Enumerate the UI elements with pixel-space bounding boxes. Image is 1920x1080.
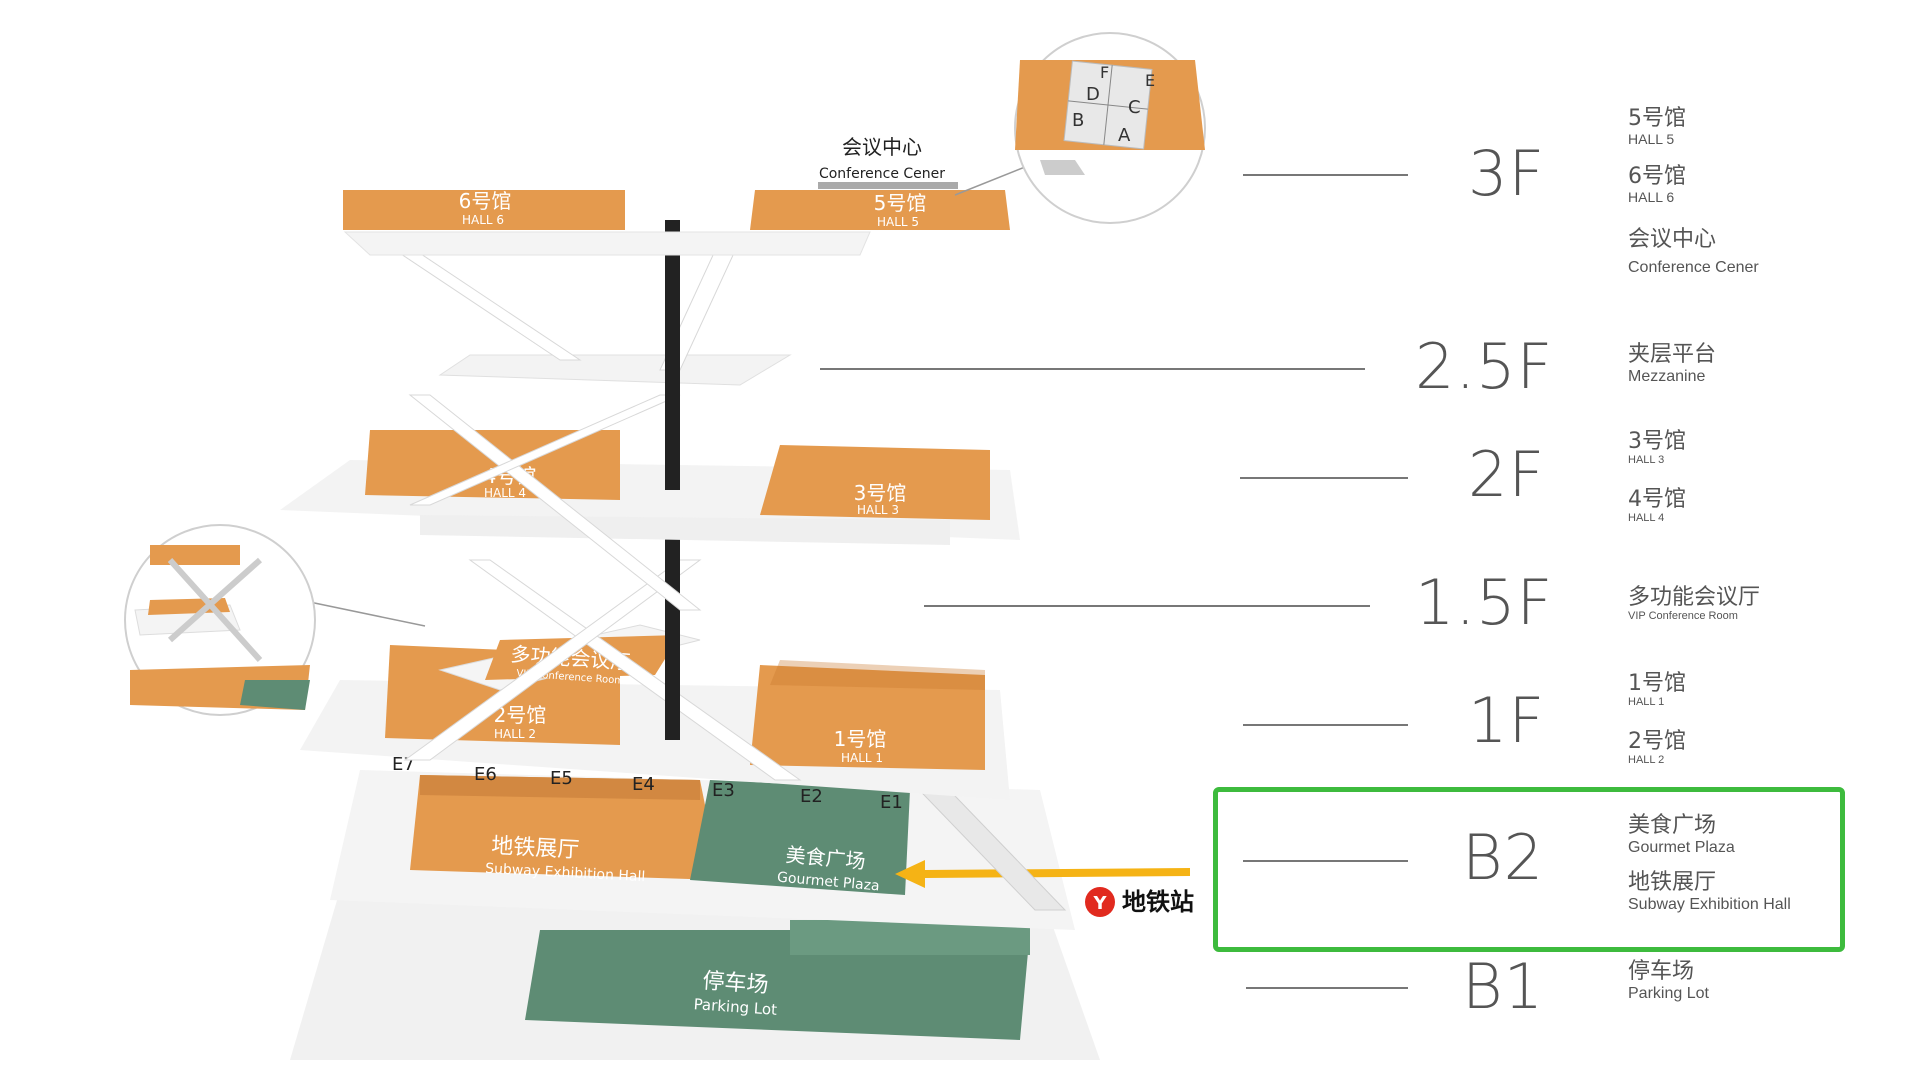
hall1-block [750, 665, 985, 770]
gourmet-plaza-zone [690, 780, 910, 895]
zoom-section-e: E [1145, 71, 1155, 90]
hall3-block [760, 445, 990, 520]
b2-highlight-box [1213, 787, 1845, 952]
conference-en: Conference Cener [819, 166, 945, 182]
hall1-top [770, 660, 985, 690]
exit-e5: E5 [550, 768, 573, 789]
parking-lot-zone-top [790, 920, 1030, 955]
exit-e6: E6 [474, 764, 497, 785]
floor-code-b1: B1 [1462, 950, 1545, 1023]
svg-text:Y: Y [1092, 893, 1107, 914]
floor-code-3f: 3F [1468, 137, 1546, 210]
label-mezzanine: 夹层平台 Mezzanine [1628, 342, 1717, 386]
label-hall1: 1号馆 HALL 1 [1628, 671, 1686, 709]
arrow-to-gourmet [895, 860, 1190, 888]
floor-code-b2: B2 [1462, 821, 1545, 894]
zoom-pointer-top [954, 164, 1031, 196]
label-subway-hall: 地铁展厅 Subway Exhibition Hall [1628, 870, 1791, 914]
floor-code-1-5f: 1.5F [1415, 566, 1554, 639]
exit-e3: E3 [712, 780, 735, 801]
floor-code-2f: 2F [1468, 438, 1546, 511]
label-hall6: 6号馆 HALL 6 [1628, 164, 1686, 206]
hall5-cn: 5号馆 [874, 191, 927, 215]
hall1-cn: 1号馆 [834, 727, 887, 751]
zoom-section-d: D [1086, 84, 1100, 105]
label-hall5: 5号馆 HALL 5 [1628, 106, 1686, 148]
hall5-en: HALL 5 [877, 215, 919, 229]
exit-e2: E2 [800, 786, 823, 807]
hall6-block [343, 190, 625, 230]
subway-hall-top [420, 775, 700, 800]
label-gourmet: 美食广场 Gourmet Plaza [1628, 813, 1735, 857]
hall2-en: HALL 2 [494, 727, 536, 741]
zoom-section-f: F [1100, 63, 1109, 82]
hall1-en: HALL 1 [841, 751, 883, 765]
2-5f-slab [438, 354, 792, 386]
exit-e4: E4 [632, 774, 655, 795]
zoom-pointer-left [299, 599, 426, 627]
escalator-1f-right [403, 559, 702, 761]
zoom-section-b: B [1072, 110, 1084, 131]
2f-underslab [420, 515, 950, 545]
metro-logo-icon [1085, 887, 1115, 917]
label-hall2: 2号馆 HALL 2 [1628, 729, 1686, 767]
hall6-cn: 6号馆 [459, 189, 512, 213]
zoom-section-a: A [1118, 125, 1131, 146]
conference-bar [818, 182, 958, 189]
zoom-section-c: C [1128, 97, 1141, 118]
label-conference: 会议中心 Conference Cener [1628, 227, 1759, 277]
hall3-en: HALL 3 [857, 503, 899, 517]
escalator-2-5f-left [378, 239, 582, 361]
label-hall3: 3号馆 HALL 3 [1628, 429, 1686, 467]
label-parking: 停车场 Parking Lot [1628, 959, 1709, 1003]
parking-cn: 停车场 [702, 969, 770, 999]
subway-hall-block [410, 775, 720, 880]
label-vip: 多功能会议厅 VIP Conference Room [1628, 585, 1761, 623]
metro-station-label: 地铁站 [1122, 888, 1194, 916]
exit-e1: E1 [880, 792, 903, 813]
hall5-block [750, 190, 1010, 230]
escalator-central-pole-low [665, 530, 680, 740]
hall2-cn: 2号馆 [494, 703, 547, 727]
hall6-en: HALL 6 [462, 213, 504, 227]
hall3-cn: 3号馆 [854, 481, 907, 505]
parking-en: Parking Lot [693, 995, 778, 1019]
3f-slab [343, 231, 871, 256]
hall4-en: HALL 4 [484, 486, 526, 500]
label-hall4: 4号馆 HALL 4 [1628, 487, 1686, 525]
escalator-2f-left [408, 394, 702, 611]
zoom-escalator-top [1040, 160, 1085, 175]
floor-code-2-5f: 2.5F [1415, 330, 1554, 403]
subway-hall-cn: 地铁展厅 [491, 834, 580, 864]
escalator-central-pole [665, 220, 680, 490]
parking-lot-zone [525, 930, 1030, 1040]
conference-cn: 会议中心 [842, 135, 922, 159]
floor-code-1f: 1F [1468, 684, 1546, 757]
